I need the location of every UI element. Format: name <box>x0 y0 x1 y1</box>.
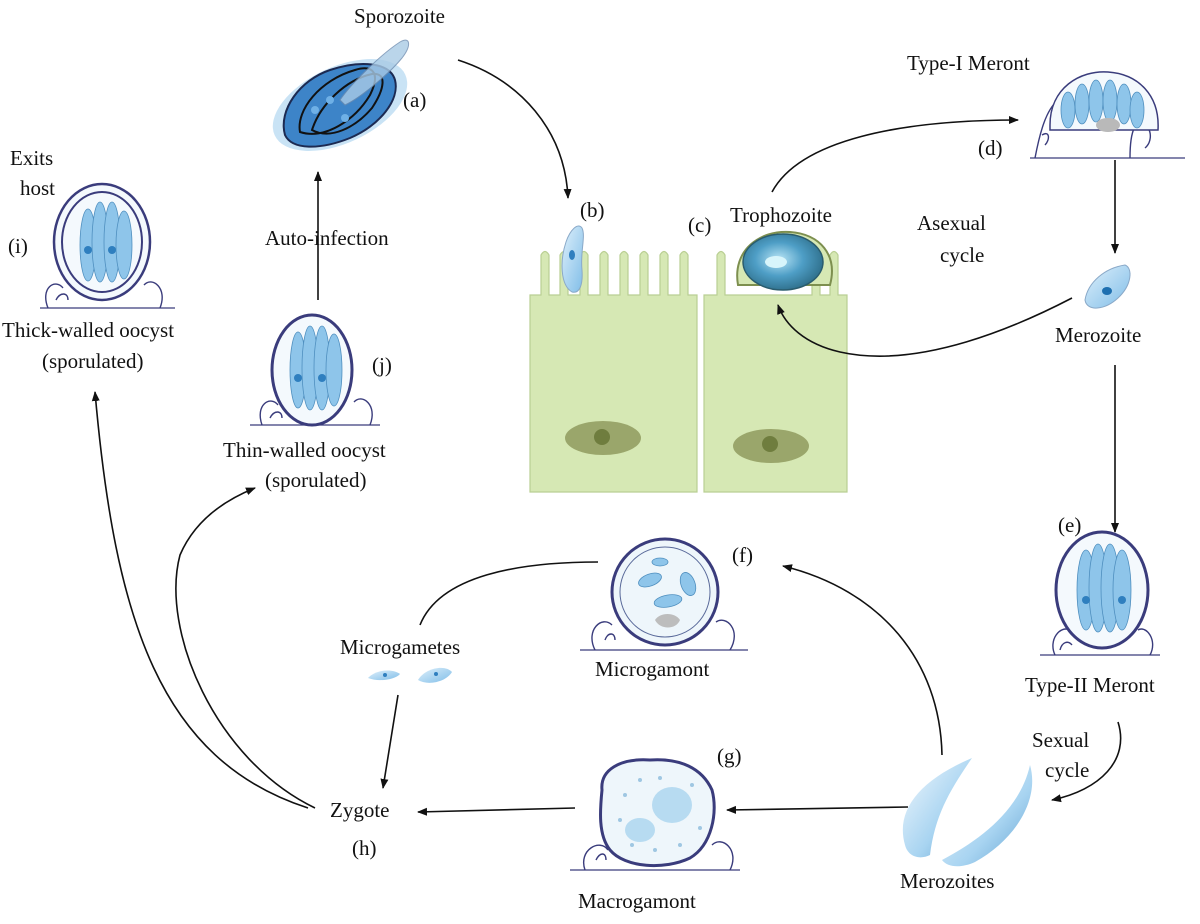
tag-c: (c) <box>688 213 711 237</box>
trophozoite-c <box>742 233 824 291</box>
tag-e: (e) <box>1058 513 1081 537</box>
tag-h: (h) <box>352 836 377 860</box>
label-auto-infection: Auto-infection <box>265 226 389 250</box>
microgametes-cells <box>368 667 452 683</box>
cycle-arrows <box>91 59 1122 816</box>
epithelial-cell-b <box>529 250 698 493</box>
arrow-trophozoite-to-d <box>771 116 1019 193</box>
merozoites-crescents <box>902 758 1033 867</box>
label-merozoite: Merozoite <box>1055 323 1141 347</box>
tag-i: (i) <box>8 234 28 258</box>
tag-b: (b) <box>580 198 605 222</box>
sporozoite-attaching-b <box>561 225 584 293</box>
arrow-microgametes-to-zygote <box>380 694 399 789</box>
label-sexual: Sexual <box>1032 728 1089 752</box>
label-microgametes: Microgametes <box>340 635 460 659</box>
arrow-merozoites-to-f <box>782 564 943 756</box>
arrow-e-to-merozoites <box>1051 721 1122 803</box>
sporozoite-a <box>272 39 409 151</box>
label-exits: Exits <box>10 146 53 170</box>
label-sporozoite: Sporozoite <box>354 4 445 28</box>
microgamont-f <box>580 537 748 651</box>
tag-d: (d) <box>978 136 1003 160</box>
label-thin-oocyst: Thin-walled oocyst <box>223 438 386 462</box>
label-sexual-cycle: cycle <box>1045 758 1089 782</box>
arrow-merozoites-to-g <box>726 805 909 814</box>
label-thick-oocyst: Thick-walled oocyst <box>2 318 174 342</box>
label-merozoites: Merozoites <box>900 869 994 893</box>
merozoite-single <box>1084 264 1131 309</box>
label-microgamont: Microgamont <box>595 657 709 681</box>
labels: Sporozoite (a) Auto-infection (b) (c) Tr… <box>2 4 1155 913</box>
label-type2-meront: Type-II Meront <box>1025 673 1155 697</box>
arrow-merozoite-to-trophozoite <box>777 297 1073 357</box>
line-f-to-microgametes <box>419 561 599 626</box>
tag-g: (g) <box>717 744 742 768</box>
tag-a: (a) <box>403 88 426 112</box>
label-thick-sporulated: (sporulated) <box>42 349 143 373</box>
label-thin-sporulated: (sporulated) <box>265 468 366 492</box>
arrow-sporozoite-to-b <box>457 59 572 199</box>
type1-meront-d <box>1030 71 1185 159</box>
tag-j: (j) <box>372 353 392 377</box>
type2-meront-e <box>1040 530 1160 656</box>
thin-oocyst-j <box>250 313 380 427</box>
macrogamont-g <box>570 758 740 871</box>
arrow-g-to-zygote <box>417 807 576 816</box>
label-macrogamont: Macrogamont <box>578 889 696 913</box>
label-exits-host: host <box>20 176 55 200</box>
arrow-zygote-to-j <box>175 487 316 809</box>
label-asexual: Asexual <box>917 211 986 235</box>
thick-oocyst-i <box>40 182 175 309</box>
tag-f: (f) <box>732 543 753 567</box>
label-trophozoite: Trophozoite <box>730 203 832 227</box>
label-type1-meront: Type-I Meront <box>907 51 1030 75</box>
arrow-zygote-to-i <box>91 391 309 809</box>
label-zygote: Zygote <box>330 798 389 822</box>
label-asexual-cycle: cycle <box>940 243 984 267</box>
